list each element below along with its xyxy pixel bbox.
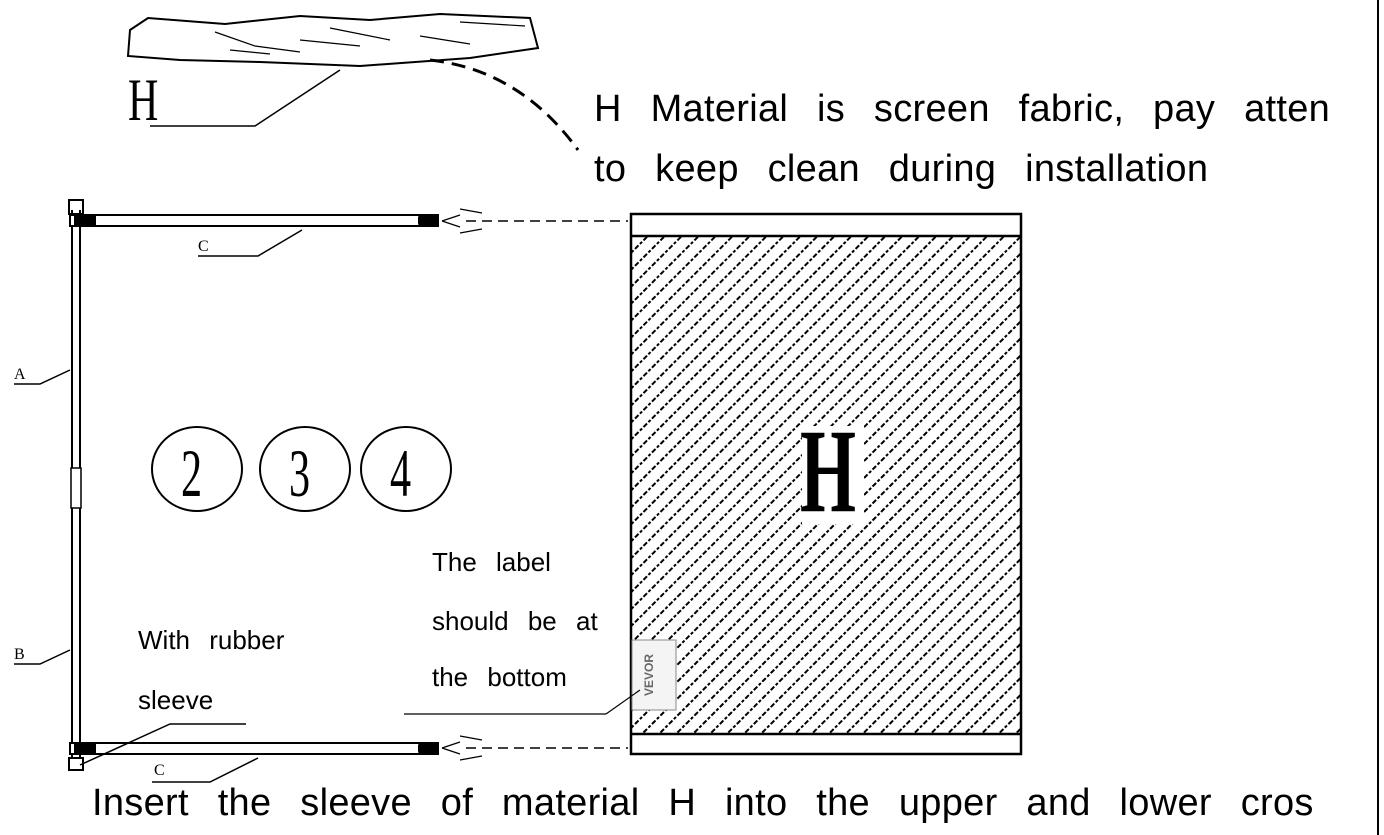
note-rubber-sleeve-1: With rubber (138, 625, 285, 655)
part-label-a: A (14, 366, 26, 383)
top-crossbar (69, 214, 439, 257)
note-label-2: should be at (432, 606, 598, 636)
rolled-fabric-illustration (126, 12, 580, 151)
step-number-4: 4 (390, 435, 412, 511)
step-number-3: 3 (289, 435, 311, 511)
part-label-c-bottom: C (154, 762, 165, 779)
screen-fabric-panel (404, 212, 1023, 756)
headline-line-2: to keep clean during installation (594, 148, 1209, 190)
part-label-h-roll: H (128, 67, 159, 133)
bottom-crossbar (69, 723, 439, 783)
note-label-3: the bottom (432, 662, 567, 692)
bottom-caption: Insert the sleeve of material H into the… (92, 782, 1314, 824)
vertical-poles (14, 199, 84, 771)
note-label-1: The label (432, 547, 551, 577)
brand-tag: VEVOR (642, 653, 657, 697)
step-circles (151, 426, 452, 512)
step-number-2: 2 (181, 435, 203, 511)
part-label-h-fabric: H (800, 404, 857, 537)
part-label-c-top: C (198, 238, 209, 255)
note-rubber-sleeve-2: sleeve (138, 685, 214, 715)
part-label-b: B (14, 646, 25, 663)
insertion-arrows (441, 208, 628, 761)
headline-line-1: H Material is screen fabric, pay atten (594, 88, 1331, 130)
